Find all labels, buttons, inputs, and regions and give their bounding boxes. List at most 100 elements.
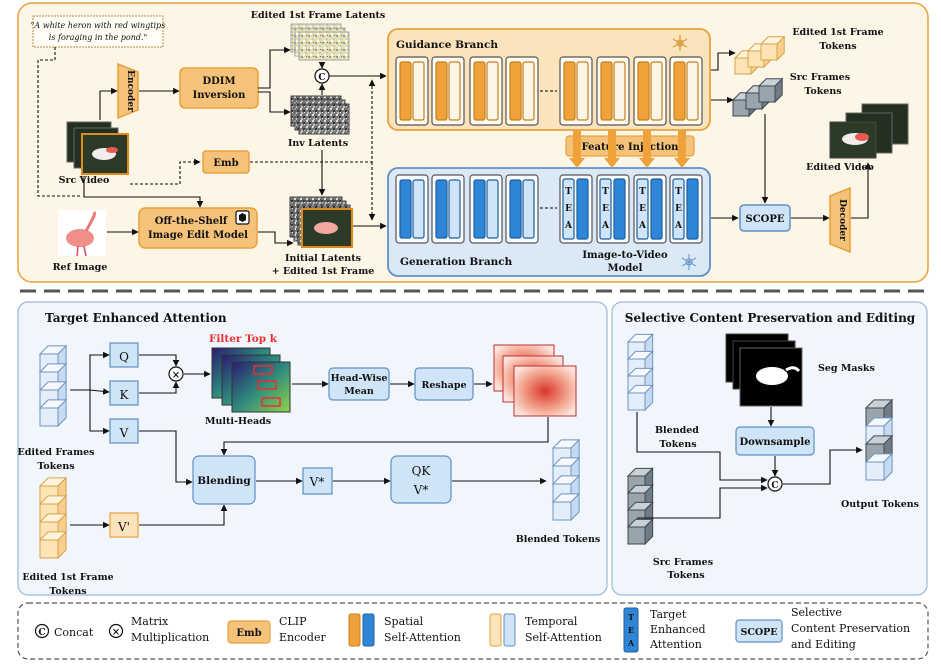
svg-text:Head-Wise: Head-Wise — [331, 373, 388, 384]
filter-top-k-label: Filter Top k — [209, 333, 278, 345]
scope-src-line-2: Tokens — [667, 570, 704, 581]
token-cube — [38, 398, 68, 428]
svg-text:Temporal: Temporal — [525, 615, 578, 628]
q-block: Q — [109, 342, 139, 368]
tea-letter: E — [602, 204, 609, 214]
token-cube — [626, 518, 654, 546]
decoder-block: Decoder — [829, 186, 851, 254]
tea-letter: A — [638, 221, 647, 231]
svg-text:Self-Attention: Self-Attention — [384, 631, 461, 644]
token-cube — [551, 492, 581, 522]
tea-letter: A — [674, 221, 683, 231]
tea-letter: T — [602, 187, 609, 197]
prompt-box: "A white heron with red wingtips is fora… — [31, 15, 166, 48]
svg-text:Enhanced: Enhanced — [650, 623, 706, 636]
legend-tea: T E A Target Enhanced Attention — [623, 607, 706, 653]
feature-injection: Feature Injection — [565, 135, 695, 157]
output-tokens-label: Output Tokens — [841, 499, 919, 510]
i2v-line-2: Model — [608, 263, 643, 274]
svg-text:and Editing: and Editing — [791, 638, 856, 651]
token-cube — [864, 434, 894, 464]
svg-text:Multiplication: Multiplication — [131, 631, 209, 644]
edited-video-label: Edited Video — [806, 162, 874, 173]
tea-letter: A — [601, 221, 610, 231]
emb-label: Emb — [213, 158, 238, 169]
token-cube — [864, 452, 894, 482]
svg-text:Target: Target — [650, 608, 687, 621]
guidance-blocks — [395, 56, 703, 126]
scope-label: SCOPE — [745, 214, 784, 225]
ddim-line-2: Inversion — [193, 90, 246, 101]
image-edit-model-block: Off-the-Shelf Image Edit Model — [138, 207, 258, 249]
svg-text:Emb: Emb — [236, 628, 261, 639]
prompt-line-1: "A white heron with red wingtips — [31, 21, 166, 30]
svg-text:C: C — [318, 73, 325, 83]
svg-text:V*: V* — [413, 483, 429, 497]
scope-src-cubes — [626, 467, 654, 546]
svg-text:SCOPE: SCOPE — [740, 627, 777, 638]
blended-tokens-label: Blended Tokens — [516, 534, 600, 545]
top-connectors — [83, 46, 872, 247]
seg-masks-label: Seg Masks — [818, 363, 875, 374]
tea-letter: E — [675, 204, 682, 214]
initial-latents-line-2: + Edited 1st Frame — [272, 266, 375, 277]
feature-injection-label: Feature Injection — [582, 142, 680, 153]
tea-letter: T — [675, 187, 682, 197]
injection-arrows — [569, 130, 690, 168]
edited-latents-label: Edited 1st Frame Latents — [251, 10, 386, 21]
blending-block: Blending — [192, 455, 256, 505]
prompt-line-2: is foraging in the pond." — [49, 33, 147, 42]
tea-edited-first-line-2: Tokens — [49, 586, 86, 597]
top-dashed-connectors — [37, 47, 376, 221]
generation-attention-block — [395, 174, 429, 244]
svg-text:Matrix: Matrix — [131, 615, 169, 628]
tea-block: TEA — [633, 174, 667, 244]
token-cube — [759, 35, 786, 62]
qkv-block: QK V* — [390, 455, 452, 504]
generation-attention-block — [469, 174, 503, 244]
scope-block-top: SCOPE — [739, 204, 791, 232]
tea-letter: T — [639, 187, 646, 197]
ref-image-label: Ref Image — [53, 262, 108, 273]
guidance-attention-block — [431, 56, 465, 126]
ref-image — [58, 210, 106, 257]
tea-panel-title: Target Enhanced Attention — [45, 311, 227, 325]
decoder-label: Decoder — [837, 199, 847, 241]
ddim-inversion-block: DDIM Inversion — [179, 67, 259, 109]
svg-text:Concat: Concat — [54, 626, 94, 639]
svg-text:C: C — [771, 481, 778, 491]
concat-node-scope: C — [767, 476, 783, 492]
scope-panel-title: Selective Content Preservation and Editi… — [625, 311, 916, 325]
svg-text:E: E — [628, 625, 634, 635]
tea-block: TEA — [669, 174, 703, 244]
i2v-line-1: Image-to-Video — [582, 250, 668, 261]
edited-first-tokens-cubes-tea — [38, 476, 68, 560]
tea-letter: A — [564, 221, 573, 231]
legend-temporal: Temporal Self-Attention — [489, 613, 602, 647]
edited-frames-tokens-cubes — [38, 344, 68, 428]
downsample-block: Downsample — [735, 426, 815, 456]
legend-panel — [17, 602, 929, 660]
tea-block: TEA — [596, 174, 630, 244]
svg-text:Attention: Attention — [649, 638, 702, 651]
guidance-attention-block — [505, 56, 539, 126]
matmul-node: × — [168, 366, 184, 382]
edited-frames-tokens-line-2: Tokens — [37, 461, 74, 472]
v-block: V — [109, 418, 139, 444]
scope-connectors — [636, 407, 863, 519]
legend-concat: C Concat — [34, 623, 94, 639]
output-tokens-cubes — [864, 398, 894, 482]
edited-latents-stack — [290, 23, 350, 61]
svg-text:QK: QK — [412, 464, 432, 478]
svg-text:×: × — [112, 627, 120, 638]
generation-attention-block — [431, 174, 465, 244]
src-frames-tokens-cubes — [731, 77, 784, 118]
seg-masks-stack — [725, 333, 803, 407]
legend-spatial: Spatial Self-Attention — [348, 613, 461, 647]
svg-text:Selective: Selective — [791, 606, 842, 619]
edit-model-line-1: Off-the-Shelf — [155, 216, 228, 227]
guidance-attention-block — [469, 56, 503, 126]
svg-text:T: T — [628, 612, 634, 622]
